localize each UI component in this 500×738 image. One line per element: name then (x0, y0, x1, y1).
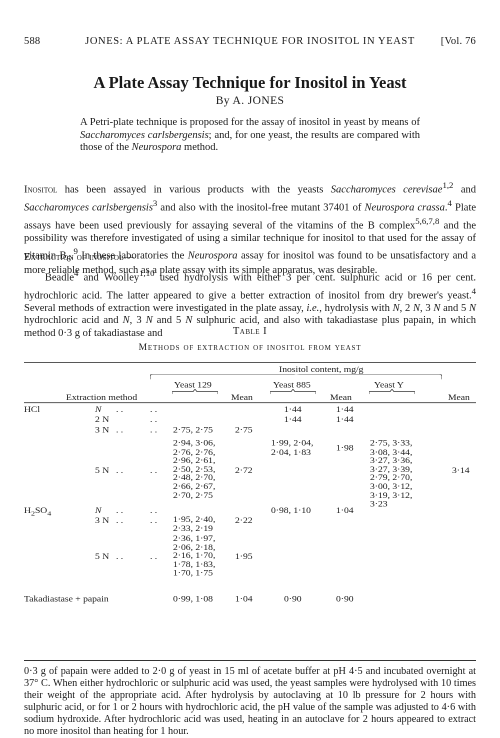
cell-hcl-5n-mean-129: 2·72 (235, 466, 253, 476)
row-label-5n: 5 N (95, 466, 110, 476)
cell-hcl-2n-885: 1·44 (284, 415, 302, 425)
row-dots: . . (116, 516, 124, 526)
cell-hcl-5n-129: 2·94, 3·06, 2·76, 2·76, 2·96, 2·61, 2·50… (173, 439, 216, 501)
article-title: A Plate Assay Technique for Inositol in … (93, 73, 407, 92)
cell-h2so4-5n-129: 2·36, 1·97, 2·06, 2·18, 2·16, 1·70, 1·78… (173, 534, 216, 579)
col-header-method: Extraction method (66, 393, 138, 403)
row-dots: . . (150, 415, 158, 425)
cell-taka-885: 0·90 (284, 594, 302, 604)
running-header: 588 JONES: A PLATE ASSAY TECHNIQUE FOR I… (24, 36, 476, 50)
cell-hcl-5n-y: 2·75, 3·33, 3·08, 3·44, 3·27, 3·36, 3·27… (370, 439, 413, 510)
cell-hcl-5n-mean-y: 3·14 (452, 466, 470, 476)
row-dots: . . (116, 405, 124, 415)
row-label-3n: 3 N (95, 516, 110, 526)
cell-taka-mean-129: 1·04 (235, 594, 253, 604)
cell-h2so4-n-mean-885: 1·04 (336, 506, 354, 516)
cell-hcl-5n-885: 1·99, 2·04, 2·04, 1·83 (271, 439, 314, 457)
col-header-mean-129: Mean (231, 393, 253, 403)
cell-h2so4-3n-mean-129: 2·22 (235, 516, 253, 526)
volume-label: [Vol. 76 (440, 36, 476, 47)
row-label-h2so4: H2SO4 (24, 506, 52, 518)
running-title: JONES: A PLATE ASSAY TECHNIQUE FOR INOSI… (85, 36, 415, 47)
col-header-yeast-885: Yeast 885 (273, 380, 311, 390)
cell-h2so4-5n-mean-129: 1·95 (235, 552, 253, 562)
row-dots: . . (116, 552, 124, 562)
cell-hcl-2n-mean-885: 1·44 (336, 415, 354, 425)
page-number: 588 (24, 36, 41, 47)
row-label-hcl: HCl (24, 405, 40, 415)
col-header-yeast-y: Yeast Y (374, 380, 404, 390)
brace-yeast-y (369, 389, 415, 395)
table-top-rule (24, 362, 476, 363)
row-dots: . . (150, 552, 158, 562)
cell-hcl-3n-mean-129: 2·75 (235, 426, 253, 436)
data-table: Inositol content, mg/g Yeast 129 Yeast 8… (24, 358, 476, 604)
article-author: By A. JONES (215, 95, 285, 107)
row-label-2n: 2 N (95, 415, 110, 425)
cell-h2so4-3n-129: 1·95, 2·40, 2·33, 2·19 (173, 515, 216, 534)
cell-taka-mean-885: 0·90 (336, 594, 354, 604)
brace-yeast-885 (270, 389, 316, 395)
cell-hcl-5n-mean-885: 1·98 (336, 444, 354, 454)
cell-hcl-3n-129: 2·75, 2·75 (173, 426, 213, 436)
cell-taka-129: 0·99, 1·08 (173, 594, 213, 604)
row-dots: . . (150, 405, 158, 415)
table-bottom-rule (24, 660, 476, 661)
row-label-takadiastase: Takadiastase + papain (24, 594, 109, 604)
col-header-mean-y: Mean (448, 393, 470, 403)
row-dots: . . (116, 466, 124, 476)
after-table-paragraph: 0·3 g of papain were added to 2·0 g of y… (24, 666, 476, 737)
intro-paragraph: Inositol has been assayed in various pro… (24, 180, 477, 277)
table-spanner-label: Inositol content, mg/g (279, 365, 364, 375)
row-label-5n: 5 N (95, 552, 110, 562)
col-header-yeast-129: Yeast 129 (174, 380, 212, 390)
row-label-n: N (95, 405, 102, 415)
section-heading: Extraction of inositol— (24, 252, 135, 263)
row-dots: . . (116, 506, 124, 516)
abstract: A Petri-plate technique is proposed for … (80, 117, 420, 153)
row-dots: . . (150, 466, 158, 476)
cell-hcl-n-mean-885: 1·44 (336, 405, 354, 415)
brace-yeast-129 (172, 389, 218, 395)
row-label-3n: 3 N (95, 426, 110, 436)
cell-h2so4-n-885: 0·98, 1·10 (271, 506, 311, 516)
row-dots: . . (116, 426, 124, 436)
row-dots: . . (150, 506, 158, 516)
col-header-mean-885: Mean (330, 393, 352, 403)
table-caption: Table I (232, 326, 268, 337)
table-title: Methods of extraction of inositol from y… (138, 343, 362, 353)
table-header-rule (24, 402, 476, 404)
row-dots: . . (150, 426, 158, 436)
spanner-brace (150, 374, 442, 380)
row-dots: . . (150, 516, 158, 526)
extraction-paragraph: Beadle4 and Woolley1,10 used hydrolysis … (24, 268, 477, 339)
cell-hcl-n-885: 1·44 (284, 405, 302, 415)
row-label-n: N (95, 506, 102, 516)
